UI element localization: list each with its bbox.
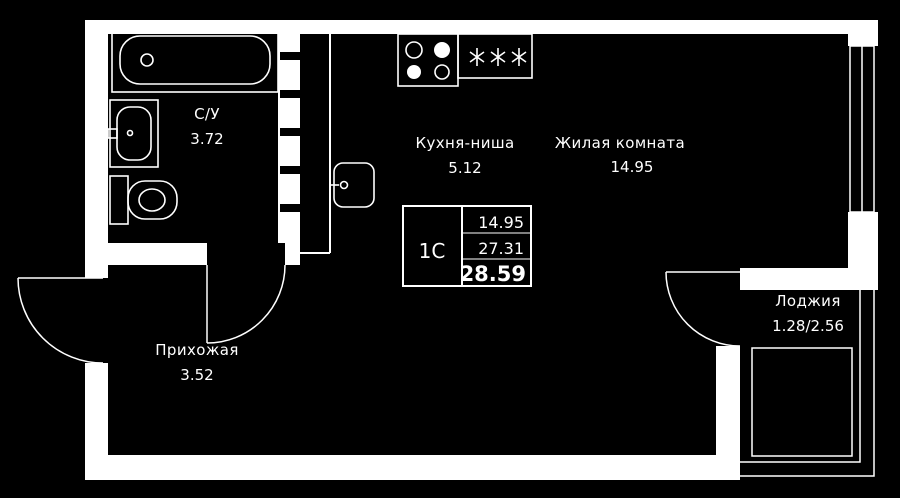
area-value-total: 28.59 <box>460 262 526 286</box>
stove-burners-icon <box>397 33 459 87</box>
wall-loggia-top <box>740 268 878 290</box>
wall-bottom <box>85 455 740 480</box>
wall-top-right-block <box>848 20 878 46</box>
wall-loggia-left <box>716 346 740 457</box>
washbasin-icon <box>107 99 159 168</box>
toilet-icon <box>109 175 178 225</box>
apartment-info-box: 1С 14.95 27.31 28.59 <box>402 205 532 287</box>
loggia-glazing-icon <box>740 290 875 477</box>
hallway-area: 3.52 <box>180 366 213 384</box>
bathtub-icon <box>111 27 279 93</box>
bathroom-label: С/У <box>194 105 220 123</box>
living-room-window-icon <box>849 45 875 213</box>
kitchen-area: 5.12 <box>448 159 481 177</box>
kitchen-label: Кухня-ниша <box>415 134 514 152</box>
living-room-area: 14.95 <box>611 158 654 176</box>
area-value-2: 27.31 <box>478 239 524 258</box>
shaft-notch <box>280 128 300 136</box>
shaft-notch <box>280 52 300 60</box>
wall-bathroom-bottom-left <box>85 243 207 265</box>
bathroom-door-arc-icon <box>206 264 286 344</box>
room-labels: С/У 3.72 Кухня-ниша 5.12 Жилая комната 1… <box>155 105 844 384</box>
loggia-label: Лоджия <box>775 292 841 310</box>
kitchen-sink-icon <box>330 162 375 208</box>
asterisk-burners-icon <box>457 33 533 79</box>
loggia-door-arc-icon <box>665 271 741 347</box>
wall-left-upper <box>85 20 108 278</box>
loggia-area: 1.28/2.56 <box>772 317 844 335</box>
bathroom-area: 3.72 <box>190 130 223 148</box>
living-room-label: Жилая комната <box>555 134 685 152</box>
loggia-inner-edge <box>751 347 853 457</box>
area-value-1: 14.95 <box>478 213 524 232</box>
hallway-label: Прихожая <box>155 341 239 359</box>
shaft-notch <box>280 90 300 98</box>
entrance-door-arc-icon <box>17 277 104 364</box>
wall-top <box>85 20 878 34</box>
wall-left-lower <box>85 363 108 480</box>
kitchen-niche-partition <box>300 34 331 254</box>
shaft-notch <box>280 166 300 174</box>
shaft-notch <box>280 204 300 212</box>
wall-bathroom-bottom-right <box>285 243 300 265</box>
apartment-type-label: 1С <box>419 239 446 263</box>
walls <box>85 20 878 480</box>
